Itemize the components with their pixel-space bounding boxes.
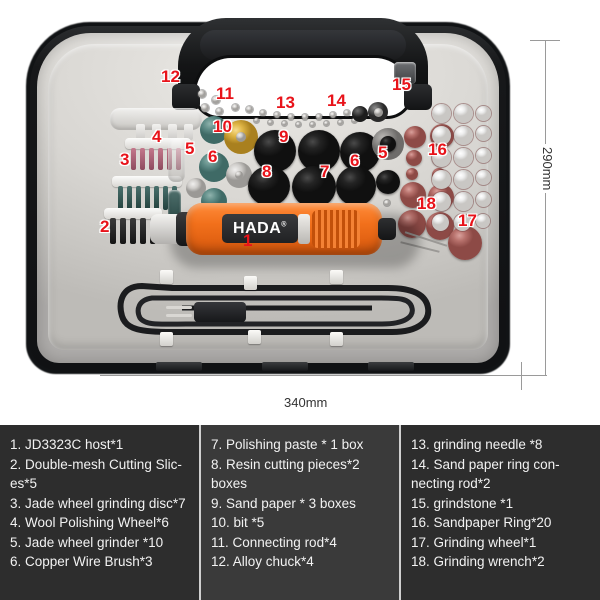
jade-wheel-a	[200, 116, 228, 144]
legend-line: es*5	[10, 476, 38, 491]
callout-15: 15	[392, 75, 411, 94]
callout-7: 7	[320, 162, 330, 181]
case-foot-mid	[262, 362, 308, 371]
brush-holder-black	[104, 208, 162, 219]
dimension-tick-top	[530, 40, 560, 41]
tool-hub-left	[186, 178, 206, 198]
legend-line: 5. Jade wheel grinder *10	[10, 534, 164, 550]
tool-power-switch	[298, 214, 310, 244]
legend-column-3: 13. grinding needle *8 14. Sand paper rin…	[399, 425, 600, 600]
legend-line: 4. Wool Polishing Wheel*6	[10, 515, 169, 530]
legend-line: 17. Grinding wheel*1	[411, 534, 537, 550]
legend-line: 7. Polishing paste * 1 box	[211, 437, 364, 452]
callout-4: 4	[152, 127, 162, 146]
callout-6a: 6	[208, 147, 218, 166]
power-cord-area	[112, 270, 442, 350]
callout-11: 11	[216, 84, 234, 103]
callout-17: 17	[458, 211, 477, 230]
legend-line: 11. Connecting rod*4	[211, 534, 337, 550]
legend-column-2: 7. Polishing paste * 1 box 8. Resin cutti…	[199, 425, 399, 600]
callout-14: 14	[327, 91, 346, 110]
legend-column-1: 1. JD3323C host*1 2. Double-mesh Cutting …	[0, 425, 199, 600]
legend-line: 13. grinding needle *8	[411, 437, 543, 452]
sandpaper-box-2	[298, 130, 340, 172]
callout-12: 12	[161, 67, 180, 86]
dimension-corner-connector	[521, 375, 547, 376]
callout-6b: 6	[350, 151, 360, 170]
legend-line: necting rod*2	[411, 476, 491, 491]
callout-10: 10	[213, 117, 232, 136]
dimension-line-horizontal	[100, 375, 522, 376]
dimension-width-label: 340mm	[281, 394, 331, 411]
polishing-paste-box	[292, 166, 336, 208]
grindstone-block	[394, 62, 416, 84]
brush-holder-pink	[125, 138, 191, 149]
legend-line: boxes	[211, 476, 248, 491]
legend-line: 9. Sand paper * 3 boxes	[211, 495, 356, 511]
polishing-wheel-d	[400, 182, 426, 208]
callout-13: 13	[276, 93, 295, 112]
grindstone	[376, 170, 400, 194]
legend-line: 14. Sand paper ring con-	[411, 456, 560, 472]
polishing-wheel-b	[406, 150, 422, 166]
legend-line: 10. bit *5	[211, 515, 265, 530]
grinding-wheel-center	[380, 136, 396, 152]
resin-cutting-box-1	[248, 166, 290, 206]
legend-line: 1. JD3323C host*1	[10, 437, 124, 452]
tool-cord-cap	[378, 218, 396, 240]
legend-line: 16. Sandpaper Ring*20	[411, 515, 552, 530]
callout-3: 3	[120, 150, 130, 169]
tool-vent	[312, 210, 360, 248]
tool-brand-plate: HADA®	[222, 214, 298, 243]
legend-line: 6. Copper Wire Brush*3	[10, 554, 153, 569]
legend-line: 12. Alloy chuck*4	[211, 554, 314, 569]
alloy-chuck-a	[352, 106, 368, 122]
case-latch-right	[404, 84, 432, 110]
power-plug	[194, 302, 246, 322]
parts-legend: 1. JD3323C host*1 2. Double-mesh Cutting …	[0, 425, 600, 600]
callout-2: 2	[100, 217, 110, 236]
polishing-wheel-c	[406, 168, 418, 180]
dimension-line-vertical	[545, 40, 546, 376]
legend-line: 18. Grinding wrench*2	[411, 554, 545, 569]
legend-line: 15. grindstone *1	[411, 495, 514, 511]
resin-cutting-box-2	[336, 166, 376, 206]
legend-line: 3. Jade wheel grinding disc*7	[10, 495, 186, 511]
case-foot-left	[156, 362, 202, 371]
callout-5a: 5	[185, 139, 195, 158]
callout-5b: 5	[378, 143, 388, 162]
sandpaper-box-1	[254, 130, 296, 172]
dimension-tick-right	[521, 362, 522, 390]
callout-8: 8	[262, 162, 272, 181]
legend-line: 2. Double-mesh Cutting Slic-	[10, 456, 182, 472]
tray-slot-rod	[168, 138, 185, 182]
polishing-wheel-a	[404, 126, 426, 148]
dimension-height-label: 290mm	[539, 144, 556, 194]
jade-wheel-b	[199, 152, 229, 182]
grinding-wheel-large	[448, 226, 482, 260]
callout-16: 16	[428, 140, 447, 159]
callout-9: 9	[279, 127, 289, 146]
case-foot-right	[368, 362, 414, 371]
gold-disc-hub	[236, 132, 246, 142]
callout-1: 1	[243, 231, 253, 250]
brush-holder-teal-upper	[112, 176, 182, 187]
tray-slot-top-left	[110, 108, 202, 130]
legend-line: 8. Resin cutting pieces*2	[211, 456, 360, 472]
brand-text: HADA®	[233, 219, 287, 237]
callout-18: 18	[417, 194, 436, 213]
case-handle-grip	[200, 30, 406, 88]
case-latch-left	[172, 84, 200, 110]
